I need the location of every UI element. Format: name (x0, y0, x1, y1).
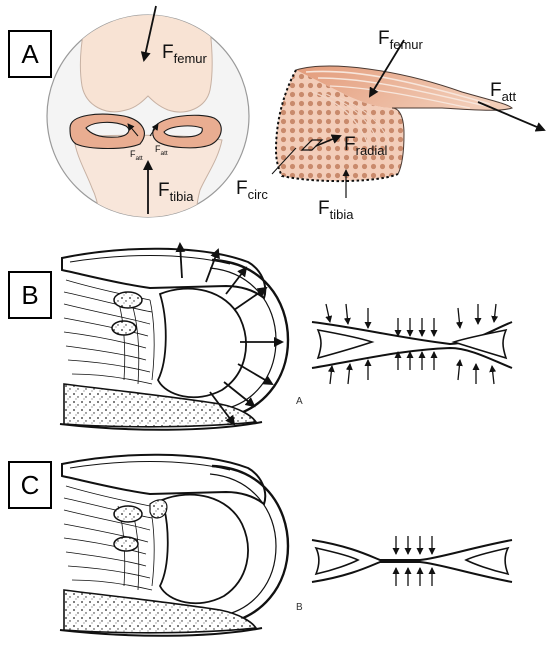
f-radial-label: Fradial (344, 134, 388, 158)
f-circ-leader (271, 147, 297, 175)
panel-b-anatomy (59, 242, 290, 431)
panel-b-label: B (8, 271, 52, 319)
panel-c-capsule (211, 464, 290, 626)
panel-c-lower-bone (63, 589, 258, 634)
panel-a-label: A (8, 30, 52, 78)
f-att-arrow-right (149, 123, 159, 137)
f-femur-label-knee: Ffemur (162, 42, 208, 66)
panel-c-anatomy (59, 453, 290, 637)
f-att-label-knee-left: Fatt (130, 149, 143, 162)
f-tibia-label-wedge: Ftibia (318, 198, 354, 222)
f-circ-label: Fcirc (236, 178, 268, 202)
sublabel-a: A (296, 396, 303, 407)
f-att-arrow-wedge (477, 101, 546, 132)
f-femur-label-wedge: Ffemur (378, 28, 424, 52)
meniscus-wedge-illustration (271, 39, 546, 198)
f-tibia-label-knee: Ftibia (158, 180, 194, 204)
panel-c-meniscus (158, 493, 249, 605)
f-radial-arrow (315, 134, 342, 147)
f-circ-symbol (300, 139, 324, 151)
lateral-meniscus (152, 114, 222, 149)
f-femur-arrow-wedge (368, 39, 405, 98)
f-att-label-wedge: Fatt (490, 80, 516, 104)
panel-b-meniscus (156, 287, 247, 399)
panel-b-cross-section (311, 303, 513, 385)
f-femur-arrow-knee (140, 5, 157, 62)
panel-c-label: C (8, 461, 52, 509)
panel-c-cross-section (311, 536, 513, 586)
f-att-label-knee-right: Fatt (155, 144, 168, 157)
medial-meniscus (69, 113, 145, 149)
f-att-arrow-left (127, 123, 139, 137)
sublabel-b: B (296, 602, 303, 613)
panel-b-lower-bone (63, 383, 258, 428)
knee-joint-illustration (46, 5, 250, 218)
wedge-cross-section (276, 70, 404, 182)
